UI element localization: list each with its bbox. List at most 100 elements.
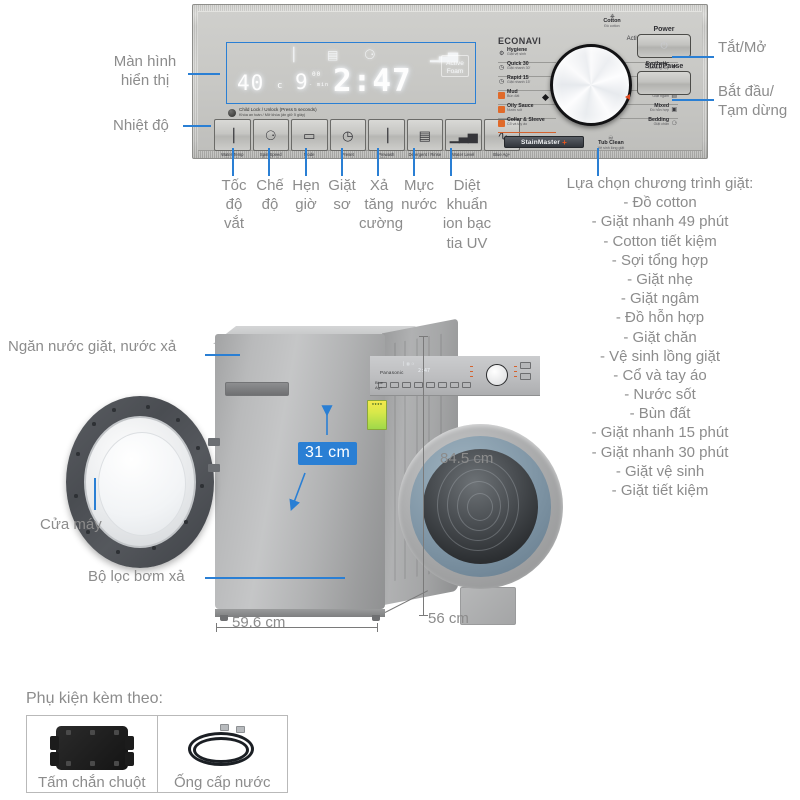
detergent-drawer[interactable] xyxy=(225,382,289,396)
button-mode[interactable]: ▭ Mode Chế độ xyxy=(291,119,328,158)
child-lock-icon xyxy=(228,109,236,117)
callout-line-rinse xyxy=(377,148,379,176)
dimension-line-height xyxy=(423,336,424,616)
program-list-item: - Giặt nhanh 15 phút xyxy=(591,424,729,442)
callout-display-label: Màn hình hiển thị xyxy=(113,53,177,90)
callout-water-level-text: Mực nước xyxy=(401,177,437,214)
prewash-icon: ⎟ xyxy=(289,47,296,62)
tub-clean-icon: ♾ xyxy=(608,136,614,142)
callout-line-detergent-drawer xyxy=(205,354,240,356)
callout-line-spin-speed xyxy=(232,148,234,176)
program-tub-clean[interactable]: Tub Clean Vệ sinh lồng giặt xyxy=(597,140,625,150)
door-seal xyxy=(410,436,551,577)
accessory-mouse-guard: Tấm chắn chuột xyxy=(27,716,157,792)
program-list-item: - Giặt nhanh 49 phút xyxy=(591,213,729,231)
dimension-line-width xyxy=(216,627,378,628)
program-mud[interactable]: Mud Bùn đất xyxy=(498,89,560,104)
program-list-item: - Cổ và tay áo xyxy=(613,366,707,384)
program-oily-sauce[interactable]: Oily Sauce Nước sốt xyxy=(498,103,560,118)
callout-line-temperature xyxy=(183,125,211,127)
callout-spin-speed-text: Tốc độ vắt xyxy=(221,177,247,233)
machine-plinth xyxy=(215,609,385,617)
program-rapid-15[interactable]: ◷ Rapid 15 Giặt nhanh 15' xyxy=(498,75,556,90)
callout-line-preset xyxy=(305,148,307,176)
callout-door-label: Cửa máy xyxy=(40,516,102,533)
power-button[interactable]: ⏻ xyxy=(637,34,691,58)
mouse-guard-plate-icon xyxy=(49,726,134,770)
program-list-item: - Vệ sinh lồng giặt xyxy=(599,347,721,365)
display-load-unit-top: 00 xyxy=(312,71,322,78)
spin-icon: ⚆ xyxy=(364,47,376,62)
active-foam-indicator: Active Foam xyxy=(441,55,469,77)
program-bedding[interactable]: ⚆ Bedding Giặt chăn xyxy=(648,117,677,127)
child-lock-text-en: Child Lock / Unlock (Press 5 seconds) xyxy=(239,107,317,112)
button-spin-speed[interactable]: ⚆ Spin Speed Tốc độ vắt xyxy=(252,119,289,158)
callout-drain-filter-label: Bộ lọc bơm xả xyxy=(88,568,185,585)
oily-sauce-icon xyxy=(498,106,505,113)
program-list-item: - Giặt nhanh 30 phút xyxy=(591,443,729,461)
program-collar-sleeve[interactable]: Collar & Sleeve Cổ và tay áo xyxy=(498,117,560,132)
program-list-item: - Giặt vệ sinh xyxy=(615,462,705,480)
power-label: Power xyxy=(653,26,675,33)
button-water-temp[interactable]: ⎟ Water Temp Nhiệt độ xyxy=(214,119,251,158)
program-mixed[interactable]: ▣ Mixed Đồ hỗn hợp xyxy=(620,103,678,118)
accessory-inlet-hose: Ống cấp nước xyxy=(156,716,288,792)
callout-preset-text: Hẹn giờ xyxy=(292,177,320,214)
callout-line-start-pause xyxy=(672,99,714,101)
program-quick-30[interactable]: ◷ Quick 30 Giặt nhanh 30' xyxy=(498,61,556,76)
callout-line-prewash xyxy=(341,148,343,176)
button-detergent-rinse[interactable]: ▤ Detergent / Rinse Xả tăng cường xyxy=(406,119,443,158)
drain-filter-door[interactable] xyxy=(460,587,516,625)
divider xyxy=(498,117,556,118)
machine-control-panel-small: Panasonic 2:47 ⎟ ▤ ⚆ xyxy=(370,356,540,396)
econavi-label: ECONAVI xyxy=(498,36,542,46)
program-cotton-top[interactable]: Cotton Đồ cotton xyxy=(603,18,621,28)
button-water-level-label: Water Level Mực nước xyxy=(452,152,475,159)
dimension-height-value: 84.5 cm xyxy=(440,450,494,467)
door-ring xyxy=(398,424,563,589)
dimension-width-value: 59.6 cm xyxy=(232,614,286,631)
inlet-hose-icon xyxy=(180,724,264,772)
display-temperature-value: 40 xyxy=(237,71,265,95)
mud-icon xyxy=(498,92,505,99)
program-list-item: - Đồ cotton xyxy=(623,194,697,212)
button-detergent-rinse-label: Detergent / Rinse Xả tăng cường xyxy=(408,152,442,159)
program-list-item: - Bùn đất xyxy=(629,405,691,423)
accessories-box: Tấm chắn chuột Ống cấp nước xyxy=(26,715,288,793)
callout-detergent-drawer-label: Ngăn nước giặt, nước xả xyxy=(8,338,177,355)
program-list-item: - Giặt chăn xyxy=(623,328,697,346)
callout-line-blue-ag xyxy=(450,148,452,176)
button-prewash-label: Prewash Giặt sơ xyxy=(378,152,395,159)
machine-door[interactable] xyxy=(66,396,214,568)
child-lock-text-vn: Khóa an toàn / Mở khóa (ấn giữ 5 giây) xyxy=(239,112,306,117)
start-pause-button[interactable] xyxy=(637,71,691,95)
callout-rinse-text: Xả tăng cường xyxy=(359,177,404,233)
divider xyxy=(498,103,556,104)
program-list-item: - Nước sốt xyxy=(624,386,696,404)
door-diameter-arrow xyxy=(289,405,333,511)
button-prewash[interactable]: ⎟ Prewash Giặt sơ xyxy=(368,119,405,158)
program-hygiene[interactable]: ⚙ Hygiene Giặt vệ sinh xyxy=(498,47,556,62)
divider xyxy=(498,89,556,90)
divider xyxy=(498,61,556,62)
callout-line-power xyxy=(672,56,714,58)
water-level-icon: ▁▃▅ xyxy=(449,127,478,143)
program-selector-dial[interactable] xyxy=(550,44,632,126)
callout-line-door xyxy=(94,478,96,510)
display-load-value: 9 xyxy=(295,70,309,94)
callout-line-display xyxy=(188,73,220,75)
button-preset-timer[interactable]: ◷ Preset Hẹn giờ xyxy=(329,119,366,158)
product-photo: Panasonic 2:47 ⎟ ▤ ⚆ xyxy=(60,312,563,642)
divider xyxy=(620,103,678,104)
button-preset-timer-label: Preset Hẹn giờ xyxy=(341,152,355,159)
detergent-rinse-icon: ▤ xyxy=(418,127,431,143)
bedding-icon: ⚆ xyxy=(671,121,677,127)
program-list-item: - Giặt ngâm xyxy=(620,290,700,308)
button-water-level[interactable]: ▁▃▅ Water Level Mực nước xyxy=(445,119,482,158)
rapid-15-icon: ◷ xyxy=(499,79,505,85)
callout-temperature-label: Nhiệt độ xyxy=(113,117,169,134)
divider xyxy=(498,75,556,76)
stainmaster-badge: StainMaster + xyxy=(504,136,584,148)
callout-line-program-dial xyxy=(597,148,599,176)
divider xyxy=(620,61,678,62)
